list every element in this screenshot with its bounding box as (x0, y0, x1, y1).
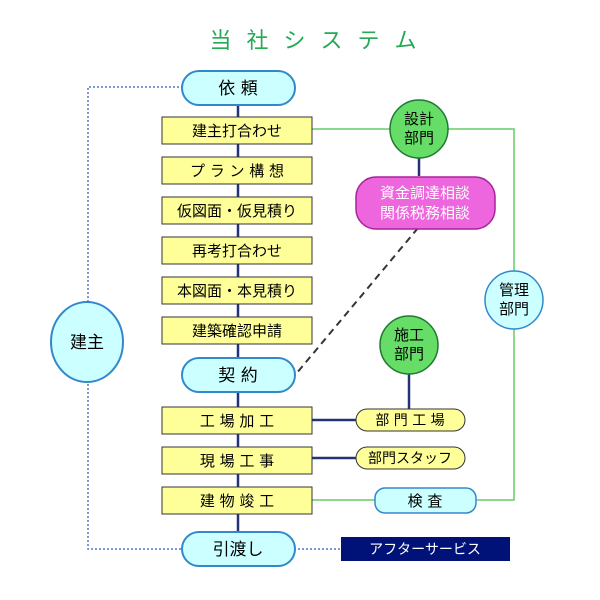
step-label: 建主打合わせ (192, 122, 282, 140)
design-dept-label-1: 設計 (404, 110, 434, 128)
finance-label-2: 関係税務相談 (380, 204, 470, 222)
finance-consultation-node: 資金調達相談 関係税務相談 (355, 176, 496, 230)
factory-dept-label: 部 門 工 場 (375, 413, 444, 429)
management-connector-bottom (476, 322, 515, 501)
management-connector-top (448, 128, 515, 278)
staff-dept-label: 部門スタッフ (368, 451, 452, 467)
step-node: 建 物 竣 工 (161, 486, 313, 515)
step-label: 本図面・本見積り (177, 282, 297, 300)
request-node: 依 頼 (181, 70, 296, 106)
handover-node: 引渡し (181, 531, 296, 567)
staff-dept-node: 部門スタッフ (355, 446, 466, 470)
owner-label: 建主 (70, 333, 104, 353)
step-label: 建築確認申請 (192, 322, 282, 340)
finance-contract-dashed (295, 227, 419, 375)
step-node: 仮図面・仮見積り (161, 196, 313, 225)
contract-node: 契 約 (181, 357, 296, 393)
step-label: 再考打合わせ (192, 242, 282, 260)
management-dept-label-1: 管理 (499, 281, 529, 299)
step-label: 工 場 加 工 (200, 412, 274, 430)
finance-label-1: 資金調達相談 (380, 184, 470, 202)
design-dept-node: 設計 部門 (389, 99, 449, 159)
diagram-title: 当 社 シ ス テ ム (210, 29, 421, 54)
management-dept-label-2: 部門 (499, 300, 529, 318)
inspection-node: 検 査 (374, 487, 477, 514)
step-label: 建 物 竣 工 (200, 492, 274, 510)
step-node: 本図面・本見積り (161, 276, 313, 305)
inspection-label: 検 査 (408, 492, 443, 510)
owner-node: 建主 (50, 301, 124, 383)
factory-dept-node: 部 門 工 場 (355, 408, 466, 432)
after-service-label: アフターサービス (369, 542, 481, 558)
construction-dept-label-2: 部門 (394, 345, 424, 363)
management-dept-node: 管理 部門 (484, 270, 544, 330)
after-service-node: アフターサービス (341, 537, 510, 561)
contract-label: 契 約 (218, 366, 257, 386)
step-node: 工 場 加 工 (161, 406, 313, 435)
construction-dept-label-1: 施工 (394, 326, 424, 344)
step-label: プ ラ ン 構 想 (190, 162, 284, 180)
step-node: 再考打合わせ (161, 236, 313, 265)
step-label: 現 場 工 事 (200, 452, 274, 470)
step-node: 現 場 工 事 (161, 446, 313, 475)
step-node: 建築確認申請 (161, 316, 313, 345)
step-node: 建主打合わせ (161, 116, 313, 145)
step-node: プ ラ ン 構 想 (161, 156, 313, 185)
construction-dept-node: 施工 部門 (379, 315, 439, 375)
request-label: 依 頼 (218, 79, 257, 99)
step-label: 仮図面・仮見積り (177, 202, 297, 220)
design-dept-label-2: 部門 (404, 129, 434, 147)
handover-label: 引渡し (213, 540, 264, 560)
